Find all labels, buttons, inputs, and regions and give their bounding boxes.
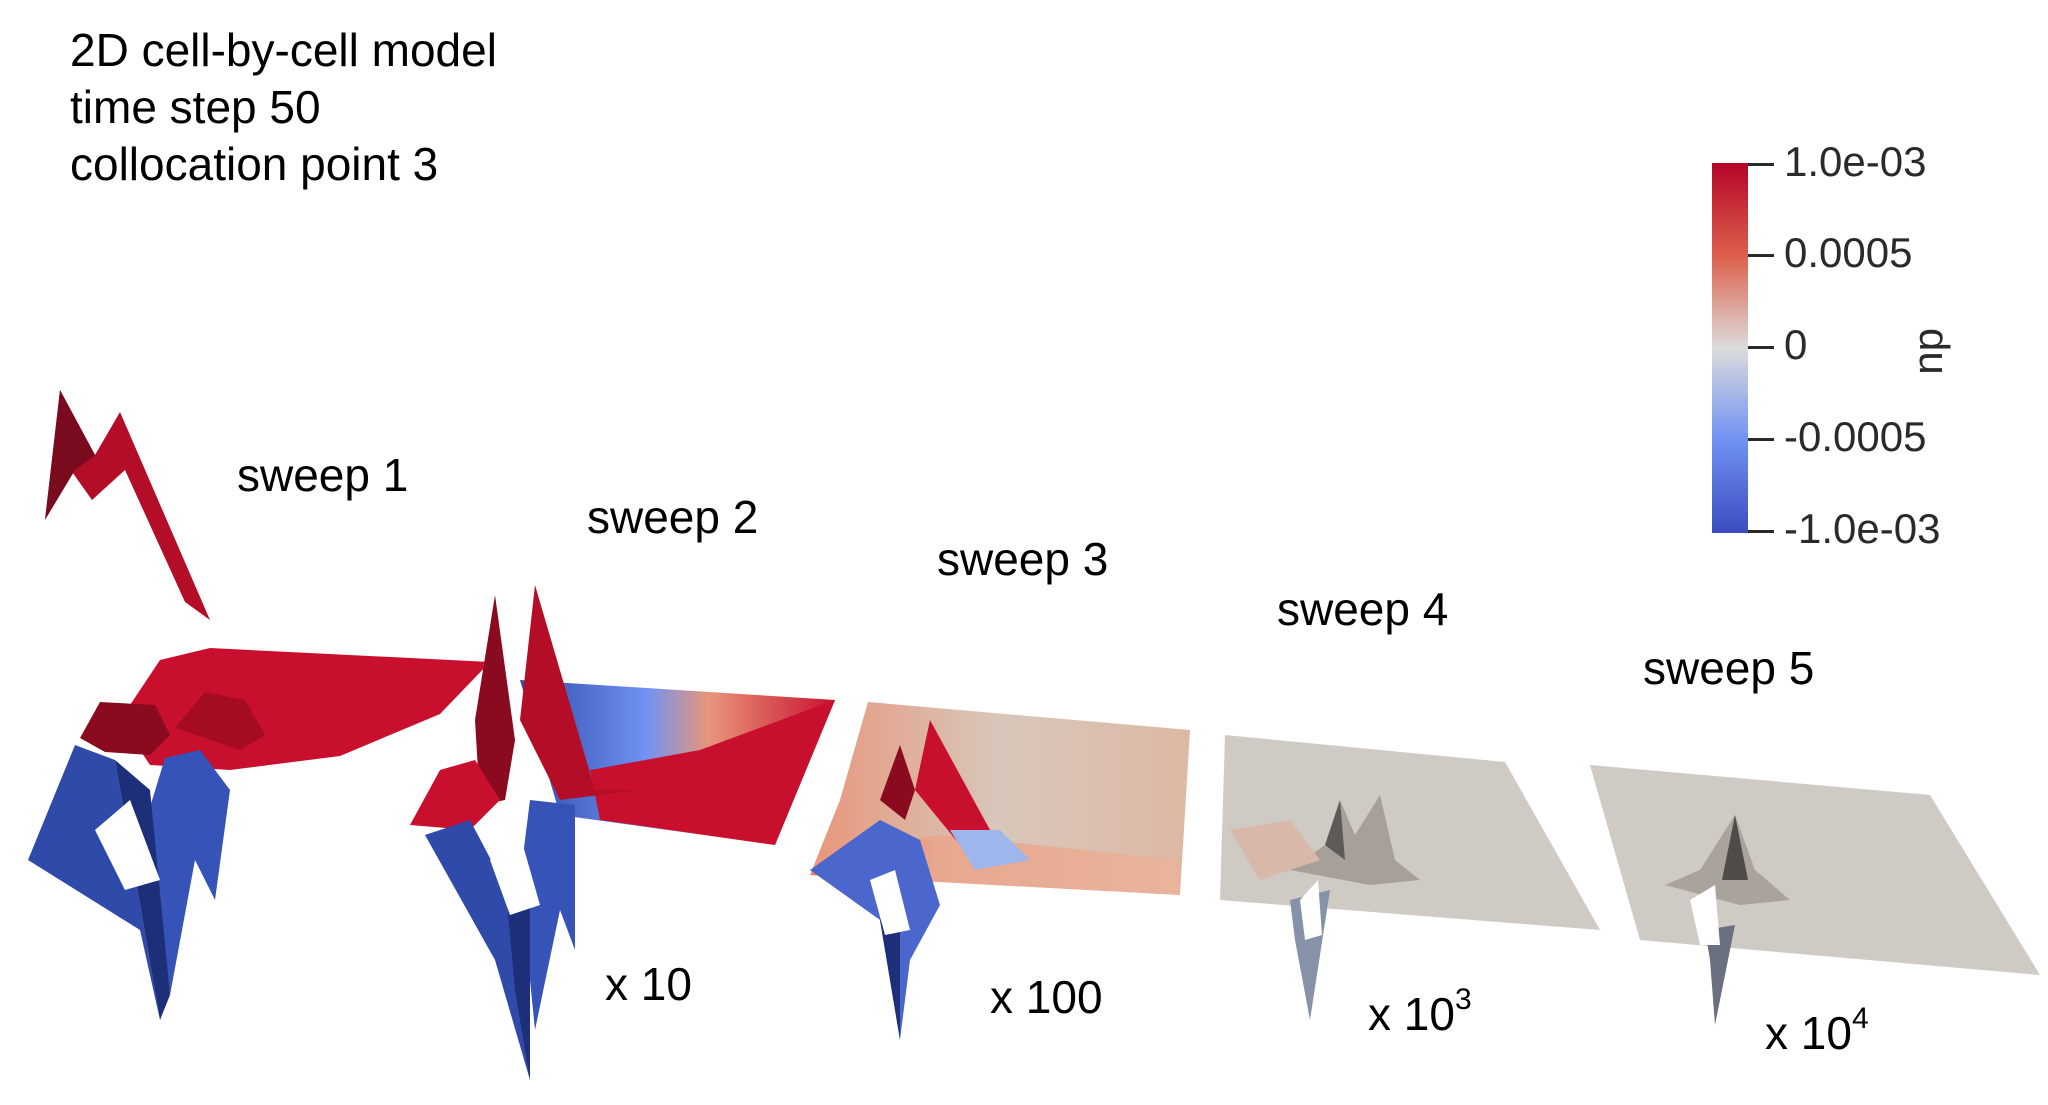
colorbar-tick-zero: [1748, 346, 1774, 349]
colorbar-label-high: 0.0005: [1784, 229, 1913, 276]
sweep-4-notch: [1300, 880, 1322, 940]
sweep-1-ridge-left: [80, 702, 170, 755]
sweep-4-peak-dark: [1325, 800, 1345, 860]
colorbar-label-max: 1.0e-03: [1784, 138, 1927, 185]
sweep-5-scale-base: x 10: [1765, 1007, 1852, 1059]
sweep-2-label: sweep 2: [587, 491, 759, 543]
title-collocation-point: collocation point 3: [70, 138, 439, 190]
sweep-2-plane-red: [590, 700, 835, 845]
sweep-2-scale-base: x 10: [605, 958, 692, 1010]
colorbar-label-low: -0.0005: [1784, 413, 1927, 460]
sweep-2-notch: [490, 835, 540, 915]
sweep-2-blue-shade: [505, 880, 530, 1080]
sweep-3-scale-base: x 100: [990, 971, 1103, 1023]
sweep-5-label: sweep 5: [1643, 642, 1815, 694]
sweep-1-blue-notch: [95, 800, 160, 890]
sweep-4-scale-base: x 10: [1368, 988, 1455, 1040]
figure-title-block: 2D cell-by-cell model time step 50 collo…: [70, 22, 497, 193]
sweep-3-light-blue: [950, 830, 1030, 870]
sweep-1-label: sweep 1: [237, 449, 409, 501]
sweep-1-ridge-mid: [175, 692, 265, 750]
title-time-step: time step 50: [70, 81, 321, 133]
sweep-2-blue-right: [520, 800, 575, 1030]
sweep-5-scale-label: x 104: [1765, 1002, 1869, 1060]
title-model: 2D cell-by-cell model: [70, 24, 497, 76]
surface-sweep-3: [810, 702, 1190, 1040]
surface-sweep-2: [410, 585, 835, 1080]
sweep-2-ridge: [410, 760, 500, 830]
sweep-3-spike-a: [880, 745, 915, 820]
sweep-4-warm: [1230, 820, 1320, 880]
sweep-4-scale-label: x 103: [1368, 983, 1472, 1041]
surface-sweep-1: [28, 390, 490, 1020]
sweep-3-spike-b: [915, 720, 1010, 850]
sweep-5-notch: [1690, 885, 1720, 945]
sweep-3-label: sweep 3: [937, 533, 1109, 585]
sweep-3-scale-label: x 100: [990, 970, 1103, 1024]
sweep-1-spike-top-shade: [45, 390, 95, 520]
sweep-4-label: sweep 4: [1277, 583, 1449, 635]
sweep-2-spike-a: [475, 595, 515, 805]
sweep-5-plane: [1590, 765, 2040, 975]
colorbar-label-zero: 0: [1784, 321, 1808, 368]
sweep-4-plane: [1220, 735, 1600, 930]
surface-sweep-4: [1220, 735, 1600, 1020]
sweep-3-blue: [810, 820, 940, 1040]
sweep-2-scale-label: x 10: [605, 957, 692, 1011]
sweep-4-scale-exponent: 3: [1454, 983, 1472, 1016]
sweep-1-plane: [120, 648, 490, 770]
sweep-1-blue-left: [28, 745, 160, 1020]
colorbar-tick-max: [1748, 163, 1774, 166]
sweep-4-peak: [1290, 795, 1420, 885]
colorbar-tick-high: [1748, 254, 1774, 257]
colorbar-gradient: [1712, 163, 1748, 533]
colorbar-title: du: [1911, 328, 1958, 375]
surface-sweep-5: [1590, 765, 2040, 1025]
colorbar-tick-low: [1748, 438, 1774, 441]
colorbar-tick-min: [1748, 530, 1774, 533]
sweep-5-scale-exponent: 4: [1851, 1002, 1869, 1035]
sweep-5-stem: [1705, 925, 1735, 1025]
colorbar-label-min: -1.0e-03: [1784, 505, 1941, 552]
sweep-5-peak-dark: [1722, 815, 1748, 880]
sweep-3-notch: [870, 870, 910, 935]
sweep-2-spike-b: [520, 585, 640, 800]
